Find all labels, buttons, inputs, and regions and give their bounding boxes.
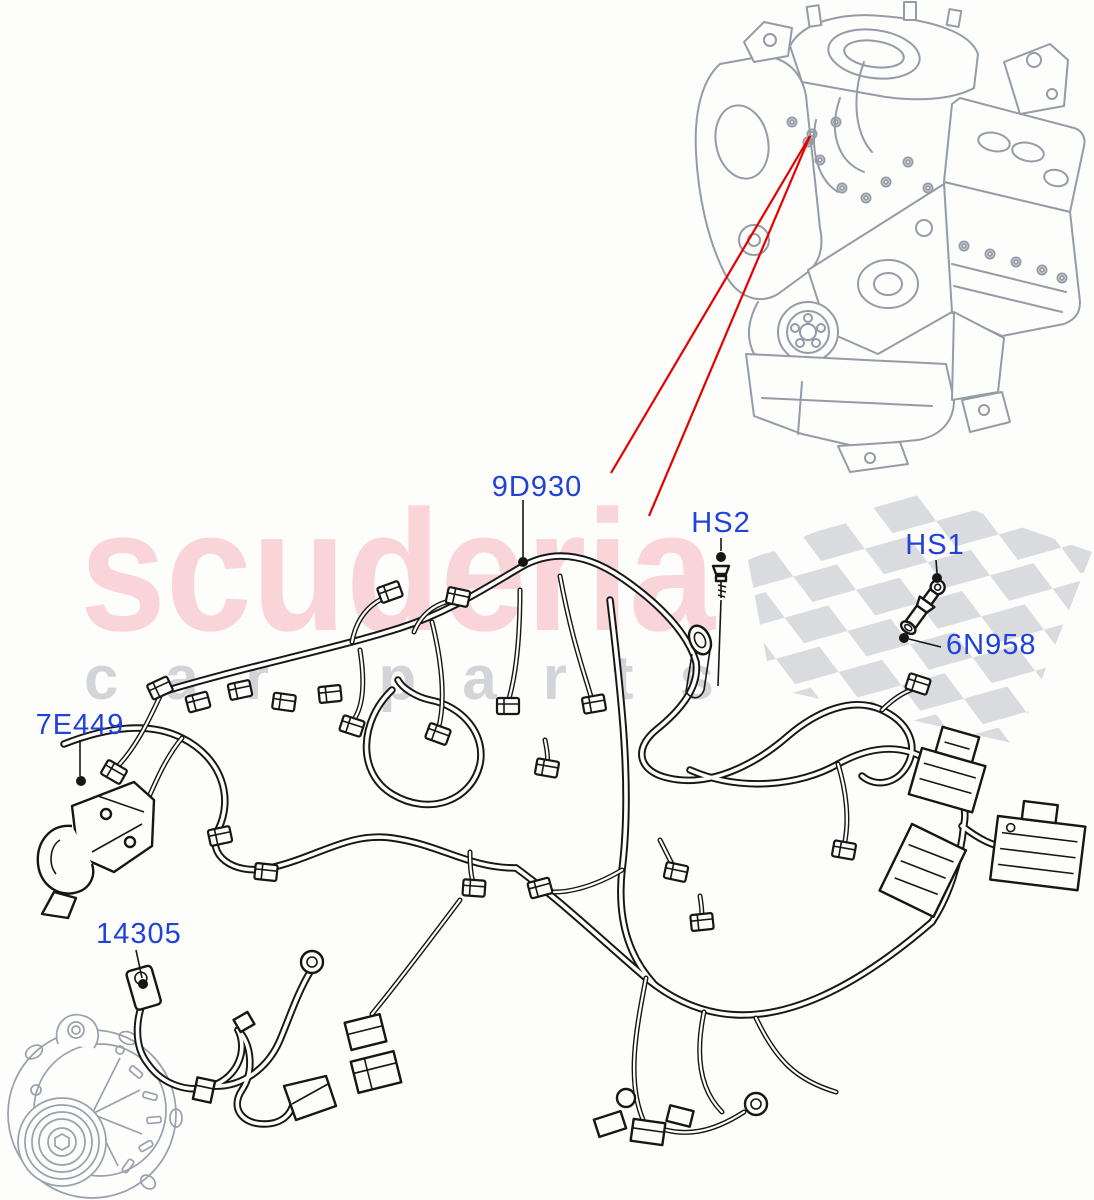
callout-hs2-label: HS2 (691, 507, 750, 539)
wiring-harness-illustration (64, 556, 1087, 1147)
callout-leaders (76, 500, 942, 989)
callout-cable-label: 14305 (96, 918, 182, 950)
engine-illustration (694, 1, 1086, 473)
bottom-connectors (343, 1012, 769, 1147)
engine-location-leader-lines (610, 135, 812, 517)
callout-labels: 9D930 HS2 HS1 6N958 7E449 14305 (36, 471, 1036, 950)
harness-bracket-illustration (36, 780, 156, 920)
callout-hs1-label: HS1 (905, 529, 964, 561)
hs1-stud-illustration (899, 579, 946, 636)
junction-connector-assembly (878, 725, 1087, 919)
harness-bracket-eyelet (685, 624, 713, 699)
hs2-stud-illustration (711, 564, 731, 687)
watermark-brand-text: scuderia (80, 475, 716, 667)
alternator-illustration (7, 1013, 183, 1199)
callout-harness-label: 9D930 (492, 471, 582, 503)
callout-stud-label: 6N958 (946, 629, 1036, 661)
callout-bracket-label: 7E449 (36, 709, 125, 741)
